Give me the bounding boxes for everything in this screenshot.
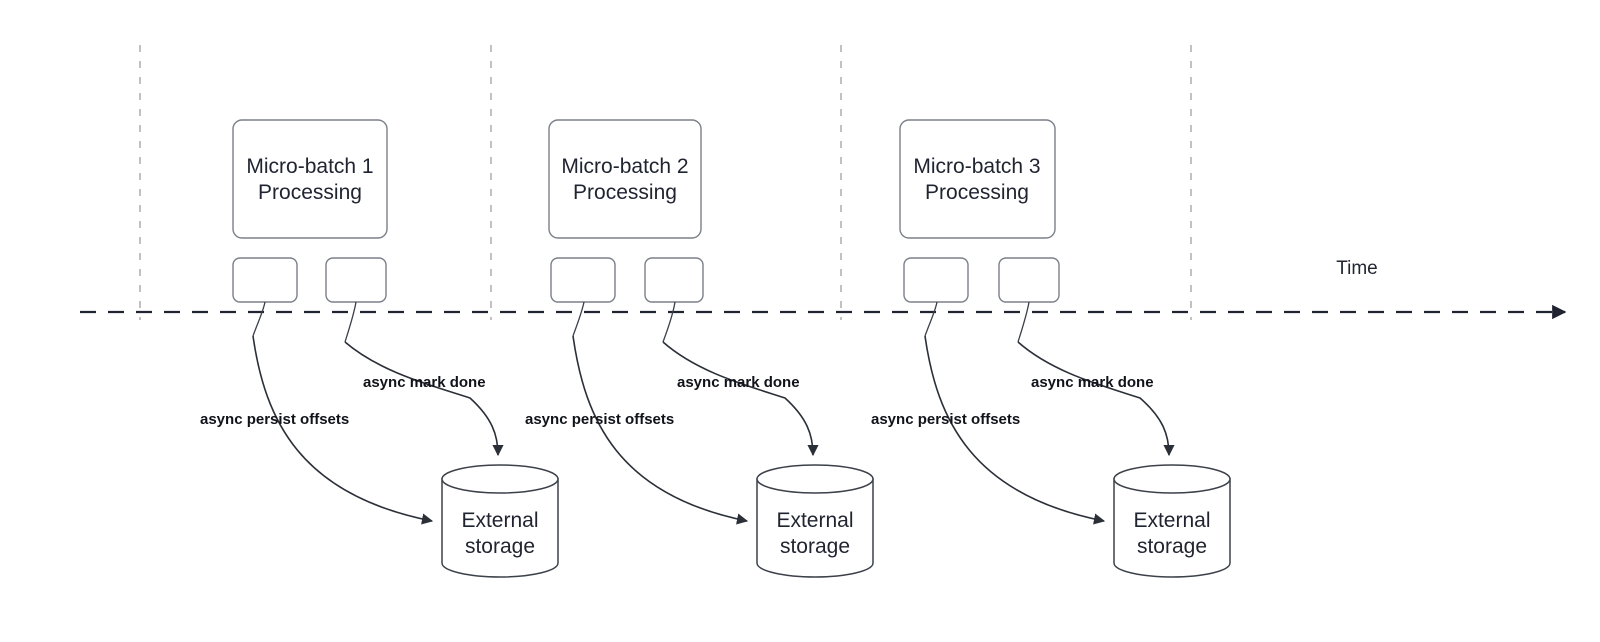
external-storage-3[interactable]: External storage bbox=[1113, 464, 1231, 578]
divider-group bbox=[139, 45, 1192, 320]
task-box-1a-stem bbox=[252, 301, 266, 337]
timeline-axis: Time bbox=[80, 258, 1567, 320]
async-persist-offsets-3-label: async persist offsets bbox=[871, 411, 1020, 428]
task-box-1a[interactable] bbox=[232, 257, 298, 303]
async-persist-offsets-1-curve bbox=[252, 335, 434, 525]
task-box-3b[interactable] bbox=[998, 257, 1060, 303]
task-box-1b-stem bbox=[344, 301, 357, 343]
microbatch-3-box[interactable] bbox=[899, 119, 1056, 239]
task-box-3b-stem bbox=[1017, 301, 1030, 343]
external-storage-3-label-line2: storage bbox=[1137, 535, 1207, 558]
external-storage-1-top bbox=[441, 464, 559, 494]
external-storage-2-label-line1: External bbox=[776, 509, 853, 532]
task-box-2a-stem bbox=[572, 301, 585, 337]
external-storage-1-label-line1: External bbox=[461, 509, 538, 532]
group-2: Micro-batch 2 Processing async persist o… bbox=[525, 119, 874, 578]
microbatch-1-label-line2: Processing bbox=[258, 181, 362, 204]
task-box-1b[interactable] bbox=[325, 257, 387, 303]
external-storage-2-label-line2: storage bbox=[780, 535, 850, 558]
timeline-label: Time bbox=[1336, 258, 1378, 279]
group-1: Micro-batch 1 Processing async persist o… bbox=[200, 119, 559, 578]
task-box-2b-stem bbox=[662, 301, 676, 343]
async-mark-done-1-label: async mark done bbox=[363, 374, 486, 391]
external-storage-2-body bbox=[756, 478, 874, 578]
task-box-3a-stem bbox=[924, 301, 938, 337]
microbatch-3-label-line2: Processing bbox=[925, 181, 1029, 204]
external-storage-3-body bbox=[1113, 478, 1231, 578]
async-persist-offsets-2-label: async persist offsets bbox=[525, 411, 674, 428]
async-persist-offsets-3-curve bbox=[924, 335, 1106, 525]
async-mark-done-1-curve bbox=[344, 341, 504, 457]
async-mark-done-3-label: async mark done bbox=[1031, 374, 1154, 391]
group-3: Micro-batch 3 Processing async persist o… bbox=[871, 119, 1231, 578]
external-storage-1[interactable]: External storage bbox=[441, 464, 559, 578]
microbatch-2-label-line2: Processing bbox=[573, 181, 677, 204]
task-box-2a[interactable] bbox=[550, 257, 616, 303]
async-mark-done-2-curve bbox=[662, 341, 819, 457]
async-persist-offsets-1-label: async persist offsets bbox=[200, 411, 349, 428]
microbatch-1-box[interactable] bbox=[232, 119, 388, 239]
microbatch-3-label-line1: Micro-batch 3 bbox=[913, 155, 1040, 178]
external-storage-2[interactable]: External storage bbox=[756, 464, 874, 578]
microbatch-2-box[interactable] bbox=[548, 119, 702, 239]
external-storage-1-label-line2: storage bbox=[465, 535, 535, 558]
microbatch-1-label-line1: Micro-batch 1 bbox=[246, 155, 373, 178]
external-storage-2-top bbox=[756, 464, 874, 494]
async-mark-done-3-curve bbox=[1017, 341, 1175, 457]
microbatch-2-label-line1: Micro-batch 2 bbox=[561, 155, 688, 178]
async-persist-offsets-2-curve bbox=[572, 335, 749, 525]
external-storage-3-label-line1: External bbox=[1133, 509, 1210, 532]
async-mark-done-2-label: async mark done bbox=[677, 374, 800, 391]
external-storage-3-top bbox=[1113, 464, 1231, 494]
external-storage-1-body bbox=[441, 478, 559, 578]
task-box-3a[interactable] bbox=[903, 257, 969, 303]
task-box-2b[interactable] bbox=[644, 257, 704, 303]
